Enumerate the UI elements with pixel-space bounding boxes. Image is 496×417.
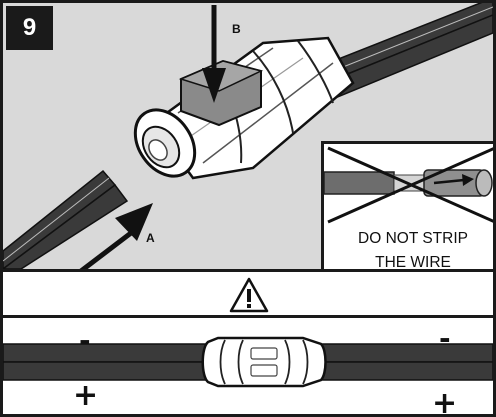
- arrow-a: [79, 203, 153, 269]
- connected-wire-illustration: [3, 336, 493, 388]
- left-wire: [3, 343, 216, 381]
- lower-wire: [3, 169, 129, 269]
- warning-triangle-icon: [229, 277, 269, 313]
- step-illustration-panel: 9 B A DO NOT STRIP THE WIRE: [0, 0, 496, 272]
- arrow-b-label: B: [232, 22, 241, 36]
- inline-connector: [201, 336, 327, 388]
- polarity-panel: - - + +: [0, 269, 496, 417]
- warning-line-1: DO NOT STRIP: [358, 230, 468, 247]
- caution-header: [3, 272, 493, 318]
- right-positive-sign: +: [432, 386, 458, 417]
- do-not-strip-warning: DO NOT STRIP THE WIRE: [321, 141, 493, 271]
- arrow-b: [202, 5, 226, 103]
- step-number-badge: 9: [6, 6, 53, 50]
- left-positive-sign: +: [73, 378, 99, 413]
- stripped-wire-crossed-icon: [324, 146, 493, 224]
- connector-illustration: [3, 3, 493, 269]
- warning-text: DO NOT STRIP THE WIRE: [324, 227, 493, 271]
- warning-line-2: THE WIRE: [375, 254, 451, 271]
- right-negative-sign: -: [439, 322, 451, 355]
- left-negative-sign: -: [79, 324, 91, 357]
- right-wire: [314, 343, 493, 381]
- arrow-a-label: A: [146, 231, 155, 245]
- splice-connector: [133, 36, 355, 180]
